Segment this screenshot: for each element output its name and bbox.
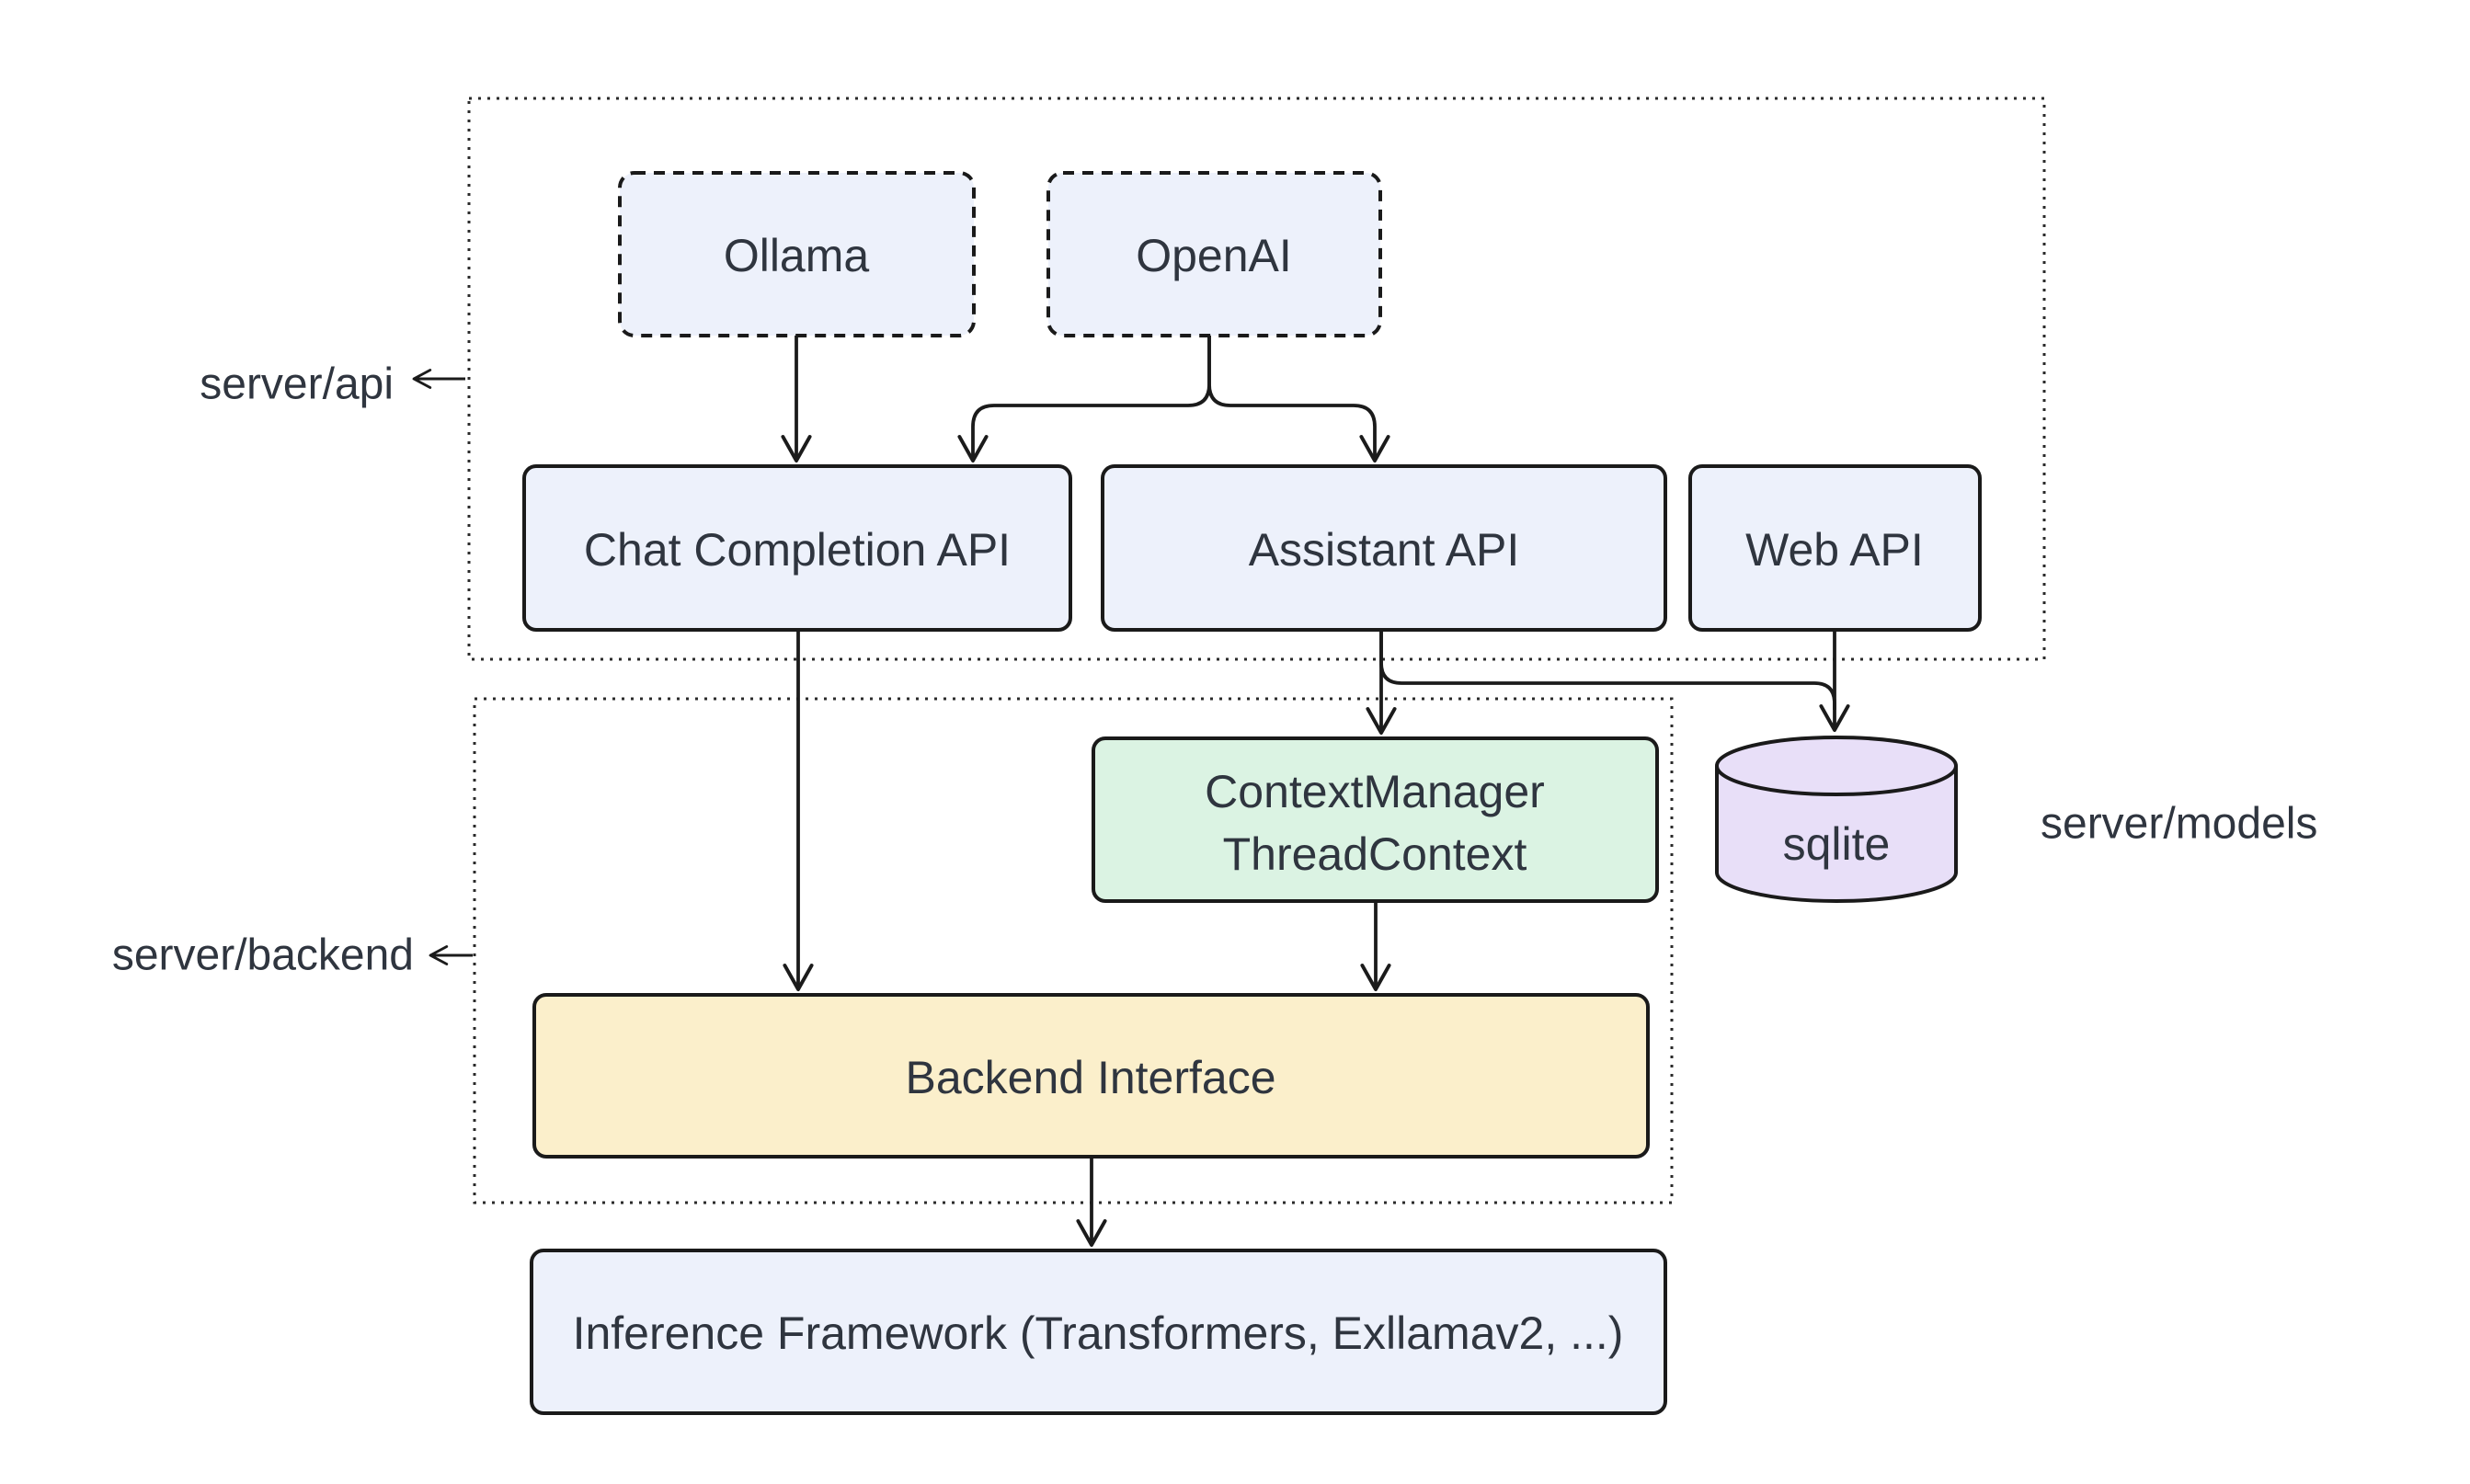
node-ollama: Ollama [618,171,976,337]
node-openai: OpenAI [1046,171,1382,337]
ollama-box [618,171,976,337]
server-api-container [467,97,2046,661]
context-manager-label-line2: ThreadContext [1223,828,1527,880]
server-models-label: server/models [2041,800,2317,849]
assistant-api-box [1101,464,1667,632]
node-assistant-api: Assistant API [1101,464,1667,632]
inference-framework-label: Inference Framework (Transformers, Exlla… [573,1307,1624,1359]
sqlite-cylinder-body [1715,766,1958,903]
node-backend-interface: Backend Interface [532,993,1650,1159]
chat-completion-api-box [522,464,1072,632]
inference-framework-box [530,1249,1667,1415]
chat-completion-api-label: Chat Completion API [584,524,1011,576]
server-api-label: server/api [200,360,394,409]
edge-openai-to-assistant [1207,336,1390,462]
server-backend-container [473,697,1674,1204]
edge-openai-to-chat [957,336,1211,462]
sqlite-cylinder-top [1715,736,1958,796]
node-sqlite: sqlite [1715,736,1958,903]
ollama-label: Ollama [724,230,870,281]
node-inference-framework: Inference Framework (Transformers, Exlla… [530,1249,1667,1415]
context-manager-label-line1: ContextManager [1205,766,1545,817]
sqlite-label: sqlite [1783,818,1891,870]
server-backend-label: server/backend [112,931,414,980]
node-web-api: Web API [1688,464,1982,632]
backend-interface-label: Backend Interface [905,1052,1275,1103]
openai-box [1046,171,1382,337]
backend-interface-box [532,993,1650,1159]
web-api-box [1688,464,1982,632]
node-context-manager: ContextManager ThreadContext [1092,736,1659,903]
openai-label: OpenAI [1136,230,1292,281]
assistant-api-label: Assistant API [1249,524,1520,576]
context-manager-box [1092,736,1659,903]
web-api-label: Web API [1745,524,1924,576]
node-chat-completion-api: Chat Completion API [522,464,1072,632]
